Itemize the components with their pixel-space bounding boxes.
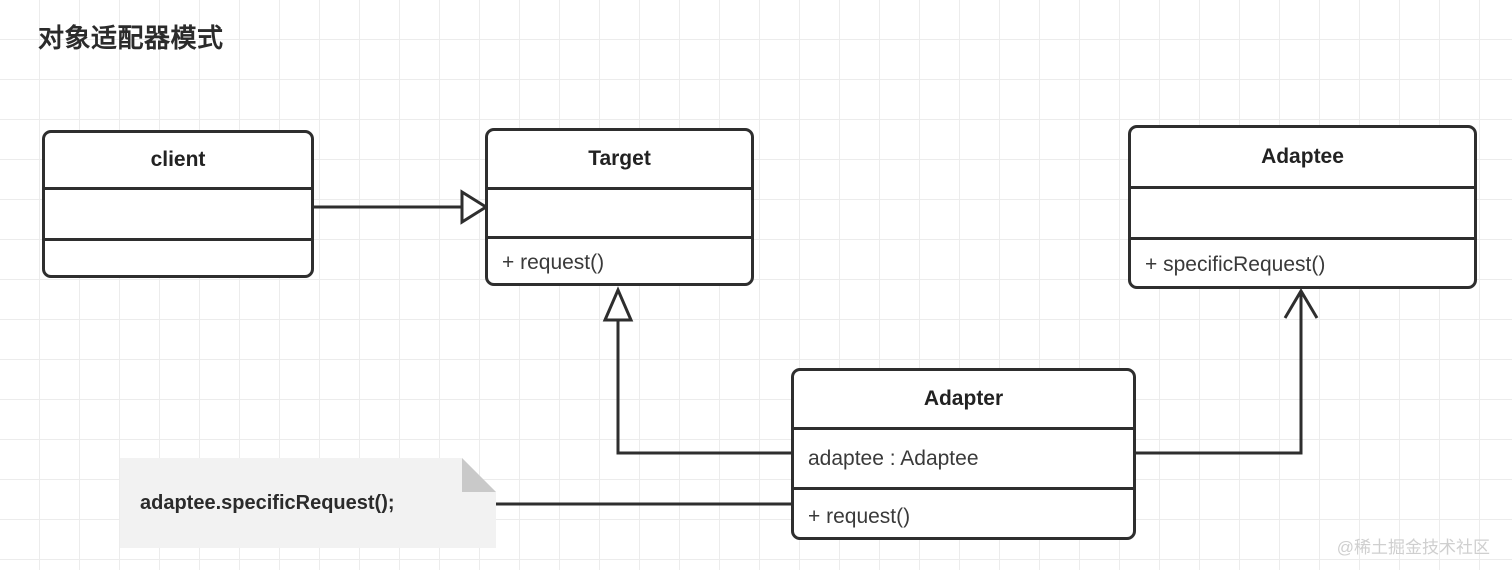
note-box[interactable]: adaptee.specificRequest();: [120, 458, 496, 548]
compartment-divider: [794, 487, 1133, 490]
class-attributes-target: [488, 190, 751, 236]
class-methods-client: [45, 241, 311, 275]
class-name-client: client: [150, 148, 206, 171]
page-title: 对象适配器模式: [38, 23, 224, 53]
compartment-divider: [1131, 186, 1474, 189]
class-attributes-client: [45, 190, 311, 238]
connector-adapter-to-adaptee: [1136, 288, 1319, 455]
connector-client-to-target: [314, 189, 489, 225]
class-methods-target: + request(): [502, 250, 605, 274]
compartment-divider: [794, 427, 1133, 430]
class-methods-adapter: + request(): [808, 504, 911, 528]
watermark: @稀土掘金技术社区: [1336, 538, 1490, 557]
open-triangle-arrowhead-icon: [460, 189, 489, 225]
class-attributes-adapter: adaptee : Adaptee: [808, 446, 979, 470]
class-name-adaptee: Adaptee: [1261, 145, 1344, 168]
compartment-divider: [488, 187, 751, 190]
class-box-target[interactable]: Target + request(): [485, 128, 754, 286]
compartment-divider: [488, 236, 751, 239]
connector-adapter-to-target: [602, 286, 791, 455]
class-name-adapter: Adapter: [923, 387, 1004, 410]
class-box-client[interactable]: client: [42, 130, 314, 278]
note-text: adaptee.specificRequest();: [140, 491, 395, 514]
compartment-divider: [45, 238, 311, 241]
hollow-triangle-arrowhead-icon: [602, 286, 634, 322]
connector-line: [1136, 291, 1303, 455]
class-methods-adaptee: + specificRequest(): [1145, 252, 1326, 276]
class-attributes-adaptee: [1131, 189, 1474, 237]
compartment-divider: [1131, 237, 1474, 240]
class-box-adaptee[interactable]: Adaptee + specificRequest(): [1128, 125, 1477, 289]
compartment-divider: [45, 187, 311, 190]
class-box-adapter[interactable]: Adapter adaptee : Adaptee + request(): [791, 368, 1136, 540]
class-name-target: Target: [588, 147, 651, 170]
open-arrowhead-icon: [1283, 288, 1319, 319]
connector-line: [616, 320, 791, 455]
